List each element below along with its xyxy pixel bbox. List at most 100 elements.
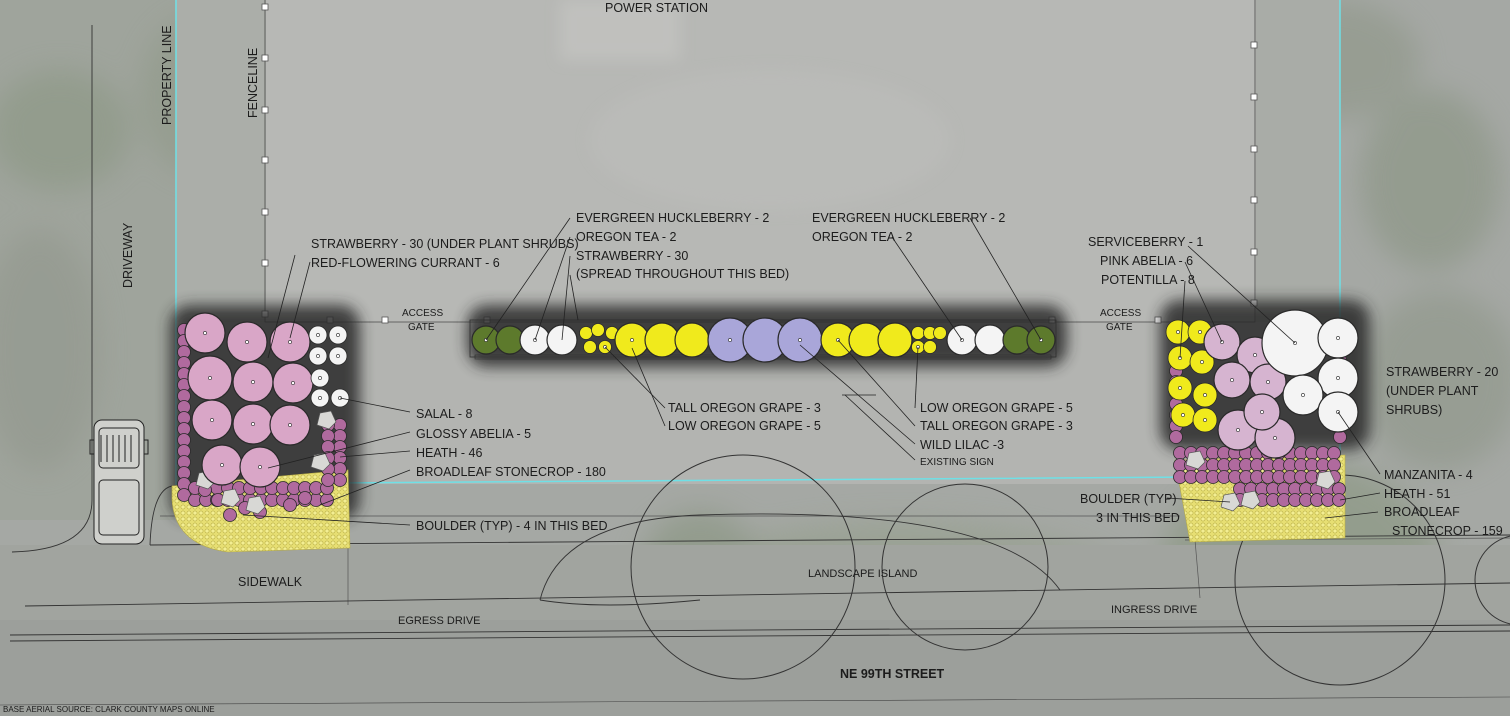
leader-line [339,397,411,413]
leader-line [1184,261,1223,343]
salal-symbol-center [336,333,340,337]
label-tall-grape-right: TALL OREGON GRAPE - 3 [920,419,1073,433]
boulder-symbol [1220,492,1241,512]
leader-line [267,431,411,469]
leader-line [319,469,411,506]
label-glossy-abelia: GLOSSY ABELIA - 5 [416,427,531,441]
label-stonecrop-right-2: STONECROP - 159 [1392,524,1503,538]
abelia-symbol-center [1273,436,1277,440]
low-grape-symbol [591,323,605,337]
tall-grape-symbol [644,322,680,358]
heath-symbol [333,473,347,487]
tall-grape-symbol [674,322,710,358]
currant-symbol-center [251,422,255,426]
abelia-symbol-center [1236,428,1240,432]
currant-symbol-center [288,423,292,427]
label-oregon-tea-right: OREGON TEA - 2 [812,230,913,244]
abelia-symbol-center [1253,353,1257,357]
label-low-grape-right: LOW OREGON GRAPE - 5 [920,401,1073,415]
leader-line [914,346,919,409]
ingress-drive-label: INGRESS DRIVE [1111,604,1197,616]
right-bed-labels: SERVICEBERRY - 1 PINK ABELIA - 6 POTENTI… [1080,235,1503,538]
label-boulder-right-2: 3 IN THIS BED [1096,511,1180,525]
landscape-island-label: LANDSCAPE ISLAND [808,568,917,580]
heath-symbol [1327,458,1341,472]
potentilla-symbol-center [1200,360,1204,364]
center-bed-labels: EVERGREEN HUCKLEBERRY - 2 OREGON TEA - 2… [576,211,1073,468]
low-grape-symbol [583,340,597,354]
label-boulder-right: BOULDER (TYP) [1080,492,1177,506]
leader-line [837,339,916,427]
leader-line [891,236,963,341]
label-leaders [242,217,1381,526]
leader-line [631,347,666,427]
access-gate-right-label: ACCESS [1100,308,1141,319]
boulder-symbol [1315,470,1336,490]
leader-line [267,254,296,359]
label-tall-grape-left: TALL OREGON GRAPE - 3 [668,401,821,415]
strawberry-shrub-symbol-center [1336,336,1340,340]
low-grape-symbol [933,326,947,340]
label-strawberry-center-2: (SPREAD THROUGHOUT THIS BED) [576,267,789,281]
label-wild-lilac: WILD LILAC -3 [920,438,1004,452]
leader-line [1166,497,1231,503]
fenceline-label: FENCELINE [246,48,260,118]
heath-symbol [298,491,312,505]
label-serviceberry: SERVICEBERRY - 1 [1088,235,1203,249]
leader-line [534,236,571,341]
leader-line [1339,492,1381,501]
strawberry-shrub-symbol-center [1336,376,1340,380]
label-oregon-tea-left: OREGON TEA - 2 [576,230,677,244]
tall-grape-symbol [877,322,913,358]
leader-line [1324,511,1379,519]
abelia-symbol-center [1230,378,1234,382]
site-labels: POWER STATION PROPERTY LINE FENCELINE DR… [3,1,1197,714]
sidewalk-label: SIDEWALK [238,575,303,589]
currant-symbol-center [208,376,212,380]
salal-symbol-center [316,354,320,358]
label-currant: RED-FLOWERING CURRANT - 6 [311,256,500,270]
label-stonecrop-left: BROADLEAF STONECROP - 180 [416,465,606,479]
currant-symbol-center [291,381,295,385]
boulder-symbol [220,488,241,508]
leader-line [561,255,571,341]
leader-line [339,450,411,458]
low-grape-symbol [911,326,925,340]
fence-post [1250,41,1258,49]
currant-symbol-center [245,340,249,344]
street-label: NE 99TH STREET [840,667,945,681]
oregon-tea-symbol [974,324,1006,356]
wild-lilac-symbol-center [728,338,732,342]
fence-post [381,316,389,324]
abelia-symbol-center [1266,380,1270,384]
heath-symbol [1327,446,1341,460]
low-grape-symbol [923,340,937,354]
fence-post [261,156,269,164]
potentilla-symbol-center [1203,393,1207,397]
label-huckleberry-left: EVERGREEN HUCKLEBERRY - 2 [576,211,769,225]
power-station-label: POWER STATION [605,1,708,15]
label-strawberry-right: STRAWBERRY - 20 [1386,365,1498,379]
fence-post [1250,145,1258,153]
strawberry-shrub-symbol-center [1301,393,1305,397]
leader-line [1187,245,1296,344]
driveway-label: DRIVEWAY [121,222,135,288]
leader-line [604,346,666,409]
fence-post [1250,93,1258,101]
potentilla-symbol-center [1181,413,1185,417]
abelia-symbol-center [1260,410,1264,414]
label-boulder-left: BOULDER (TYP) - 4 IN THIS BED [416,519,607,533]
left-bed-labels: STRAWBERRY - 30 (UNDER PLANT SHRUBS) RED… [311,237,607,533]
label-strawberry-right-3: SHRUBS) [1386,403,1442,417]
access-gate-left-label-2: GATE [408,322,435,333]
leader-line [844,394,916,461]
fence-post [261,54,269,62]
label-stonecrop-right: BROADLEAF [1384,505,1460,519]
salal-symbol-center [318,396,322,400]
label-low-grape-left: LOW OREGON GRAPE - 5 [668,419,821,433]
label-heath-right: HEATH - 51 [1384,487,1450,501]
potentilla-symbol-center [1203,418,1207,422]
heath-symbol [283,498,297,512]
